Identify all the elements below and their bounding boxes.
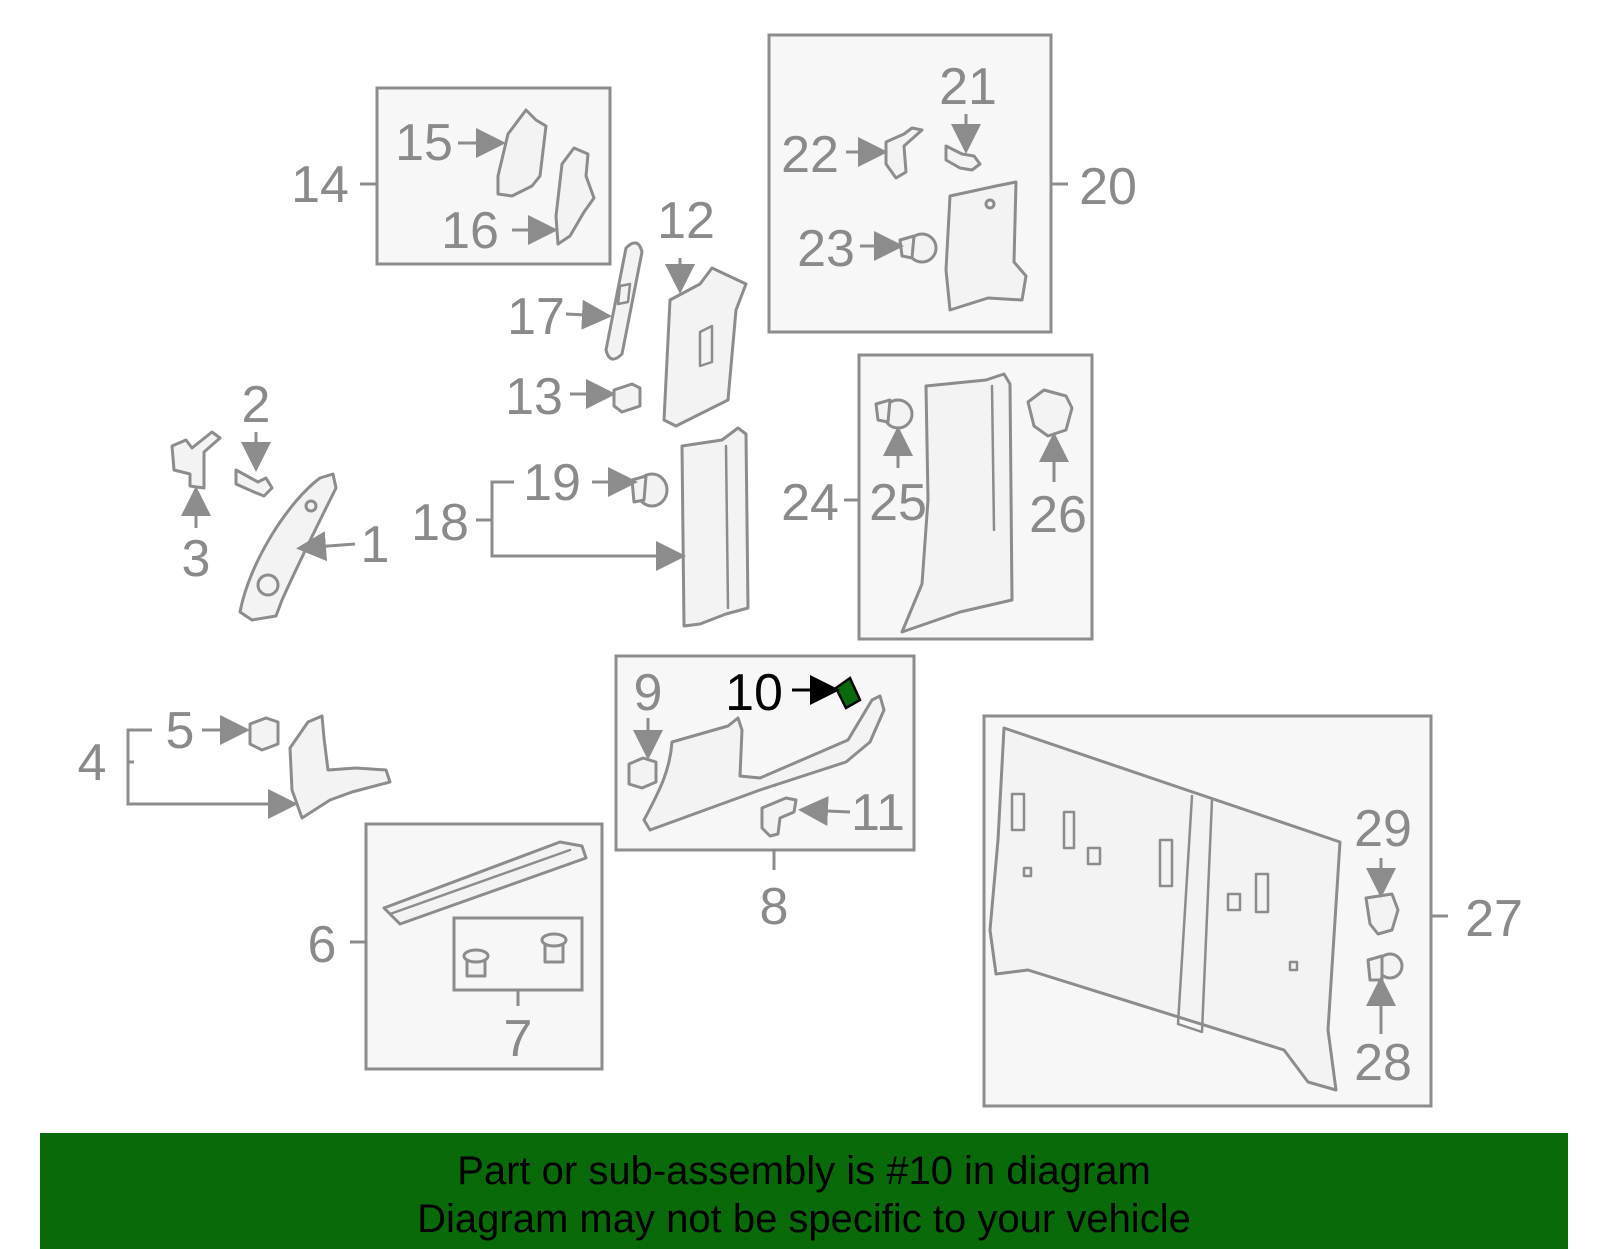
part-13-shape (612, 382, 642, 414)
part-27-shape (988, 726, 1342, 1092)
callout-15: 15 (395, 114, 453, 172)
callout-8: 8 (760, 878, 789, 936)
callout-29: 29 (1354, 800, 1412, 858)
callout-25: 25 (869, 474, 927, 532)
part-10-shape (834, 676, 862, 710)
callout-9: 9 (634, 664, 663, 722)
callout-10: 10 (725, 664, 783, 722)
part-4-shape (288, 714, 392, 820)
part-26-shape (1026, 388, 1074, 438)
callout-23: 23 (797, 220, 855, 278)
part-24-shape (900, 372, 1014, 634)
part-2-shape (234, 468, 274, 498)
callout-3: 3 (182, 530, 211, 588)
callout-22: 22 (781, 126, 839, 184)
callout-27: 27 (1465, 890, 1523, 948)
part-25-shape (874, 398, 914, 430)
part-12-shape (662, 266, 748, 428)
part-5-shape (248, 716, 280, 752)
callout-17: 17 (507, 288, 565, 346)
callout-19: 19 (523, 454, 581, 512)
part-22-shape (884, 126, 924, 180)
banner-line-1: Part or sub-assembly is #10 in diagram (457, 1149, 1151, 1193)
part-17-shape (604, 241, 644, 361)
callout-labels: 1 2 3 4 5 6 7 8 9 10 11 12 13 14 15 16 1… (78, 58, 1523, 1092)
callout-11: 11 (851, 784, 905, 842)
callout-26: 26 (1029, 486, 1087, 544)
part-19-shape (630, 472, 669, 508)
callout-4: 4 (78, 734, 107, 792)
part-7-shape (462, 932, 568, 978)
part-6-shape (382, 840, 588, 926)
parts-diagram: 1 2 3 4 5 6 7 8 9 10 11 12 13 14 15 16 1… (78, 33, 1523, 1108)
callout-21: 21 (939, 58, 997, 116)
part-1-shape (238, 472, 338, 622)
callout-12: 12 (657, 192, 715, 250)
part-23-shape (898, 232, 938, 264)
callout-16: 16 (441, 202, 499, 260)
callout-18: 18 (411, 494, 469, 552)
callout-6: 6 (308, 916, 337, 974)
part-9-shape (627, 756, 658, 790)
part-3-shape (170, 430, 222, 490)
callout-5: 5 (166, 702, 195, 760)
part-8-shape (642, 694, 886, 832)
callout-13: 13 (505, 368, 563, 426)
callout-1: 1 (361, 516, 390, 574)
callout-20: 20 (1079, 158, 1137, 216)
part-18-shape (680, 426, 750, 628)
callout-7: 7 (504, 1010, 533, 1068)
callout-14: 14 (291, 156, 349, 214)
part-11-shape (760, 796, 798, 838)
banner-line-2: Diagram may not be specific to your vehi… (417, 1197, 1191, 1241)
callout-24: 24 (781, 474, 839, 532)
leader-lines (126, 114, 1448, 1034)
part-15-shape (496, 108, 548, 198)
callout-2: 2 (242, 376, 271, 434)
info-banner: Part or sub-assembly is #10 in diagram D… (40, 1133, 1568, 1249)
callout-28: 28 (1354, 1034, 1412, 1092)
part-28-shape (1366, 952, 1404, 982)
part-20-shape (944, 180, 1028, 312)
